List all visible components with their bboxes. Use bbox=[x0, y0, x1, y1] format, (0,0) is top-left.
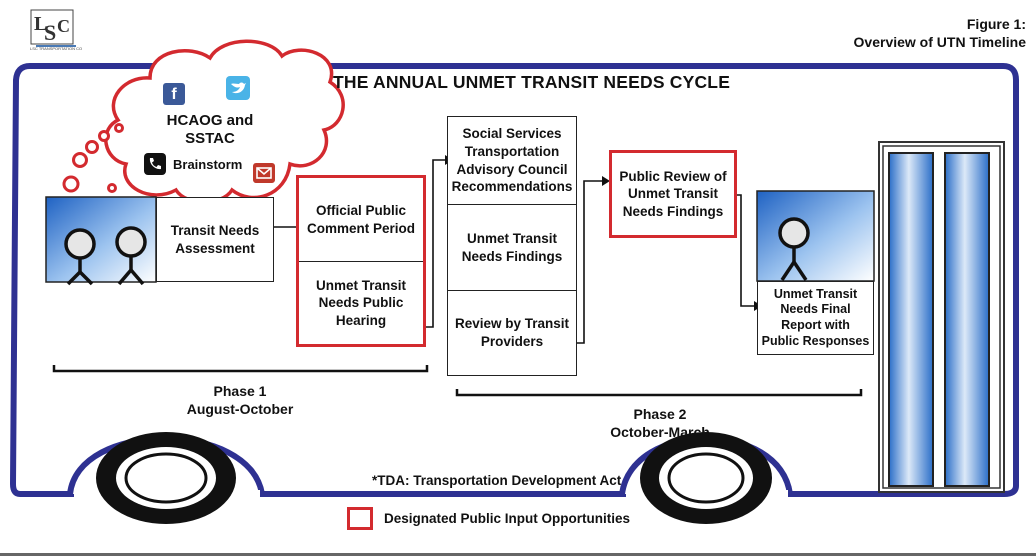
phase1-name: Phase 1 bbox=[213, 383, 267, 399]
legend-label: Designated Public Input Opportunities bbox=[384, 511, 631, 526]
box-line: Comment Period bbox=[306, 220, 415, 236]
box-line: Public Responses bbox=[761, 333, 870, 348]
facebook-icon: f bbox=[163, 83, 185, 105]
box-line: Review by Transit bbox=[454, 316, 570, 332]
box-line: Transit Needs bbox=[170, 222, 260, 238]
reviewer-window bbox=[756, 190, 875, 282]
box-line: Transportation bbox=[464, 143, 560, 159]
box-line: Official Public bbox=[315, 202, 406, 218]
figure-caption: Figure 1: Overview of UTN Timeline bbox=[854, 16, 1026, 51]
phase-brackets bbox=[52, 365, 863, 397]
box-line: Recommendations bbox=[451, 179, 573, 195]
phase2-period: October-March bbox=[610, 423, 710, 440]
phase2-name: Phase 2 bbox=[633, 406, 687, 422]
diagram-title: THE ANNUAL UNMET TRANSIT NEEDS CYCLE bbox=[333, 72, 731, 92]
person-icon bbox=[64, 228, 96, 286]
cloud-line-2: SSTAC bbox=[185, 130, 235, 147]
svg-text:C: C bbox=[57, 16, 70, 36]
figure-title: Overview of UTN Timeline bbox=[853, 33, 1026, 50]
box-line: Needs Findings bbox=[622, 203, 724, 219]
lsc-logo: L S C LSC TRANSPORTATION CONSULTANTS, IN… bbox=[30, 8, 82, 52]
box-line: Needs Findings bbox=[461, 248, 563, 264]
front-wheel bbox=[96, 432, 236, 524]
box-line: Needs Final bbox=[780, 302, 851, 317]
phase2-label: Phase 2 October-March bbox=[580, 406, 740, 441]
phone-icon bbox=[144, 153, 166, 175]
cloud-participants: HCAOG and SSTAC bbox=[155, 112, 265, 148]
box-line: Social Services bbox=[462, 126, 562, 142]
rear-wheel bbox=[640, 432, 772, 524]
box-line: Assessment bbox=[175, 240, 255, 256]
bus-doors bbox=[878, 141, 1005, 493]
box-line: Needs Public bbox=[318, 295, 404, 311]
flow-connectors bbox=[274, 159, 756, 344]
bottom-rule bbox=[0, 553, 1036, 556]
box-line: Unmet Transit bbox=[315, 277, 407, 293]
email-icon bbox=[253, 163, 275, 183]
people-window bbox=[45, 196, 157, 286]
box-line: Unmet Transit bbox=[627, 186, 719, 202]
box-line: Hearing bbox=[335, 312, 387, 328]
svg-text:L: L bbox=[34, 13, 47, 35]
phase1-period: August-October bbox=[186, 400, 294, 417]
logo-text: LSC TRANSPORTATION CONSULTANTS, INC. bbox=[30, 46, 82, 51]
brainstorm-label: Brainstorm bbox=[173, 157, 243, 172]
figure-number: Figure 1: bbox=[966, 16, 1026, 32]
box-line: Unmet Transit bbox=[773, 286, 858, 301]
person-icon bbox=[778, 217, 810, 281]
person-icon bbox=[115, 226, 147, 286]
phase1-label: Phase 1 August-October bbox=[160, 383, 320, 418]
box-line: Advisory Council bbox=[456, 161, 568, 177]
box-line: Providers bbox=[480, 334, 544, 349]
twitter-icon bbox=[226, 76, 250, 100]
tda-footnote: *TDA: Transportation Development Act bbox=[372, 473, 622, 488]
svg-text:S: S bbox=[44, 20, 56, 45]
box-line: Public Review of bbox=[619, 168, 727, 184]
box-line: Report with bbox=[781, 318, 850, 332]
box-line: Unmet Transit bbox=[466, 230, 557, 246]
cloud-line-1: HCAOG and bbox=[166, 112, 254, 129]
legend-swatch bbox=[347, 507, 373, 530]
